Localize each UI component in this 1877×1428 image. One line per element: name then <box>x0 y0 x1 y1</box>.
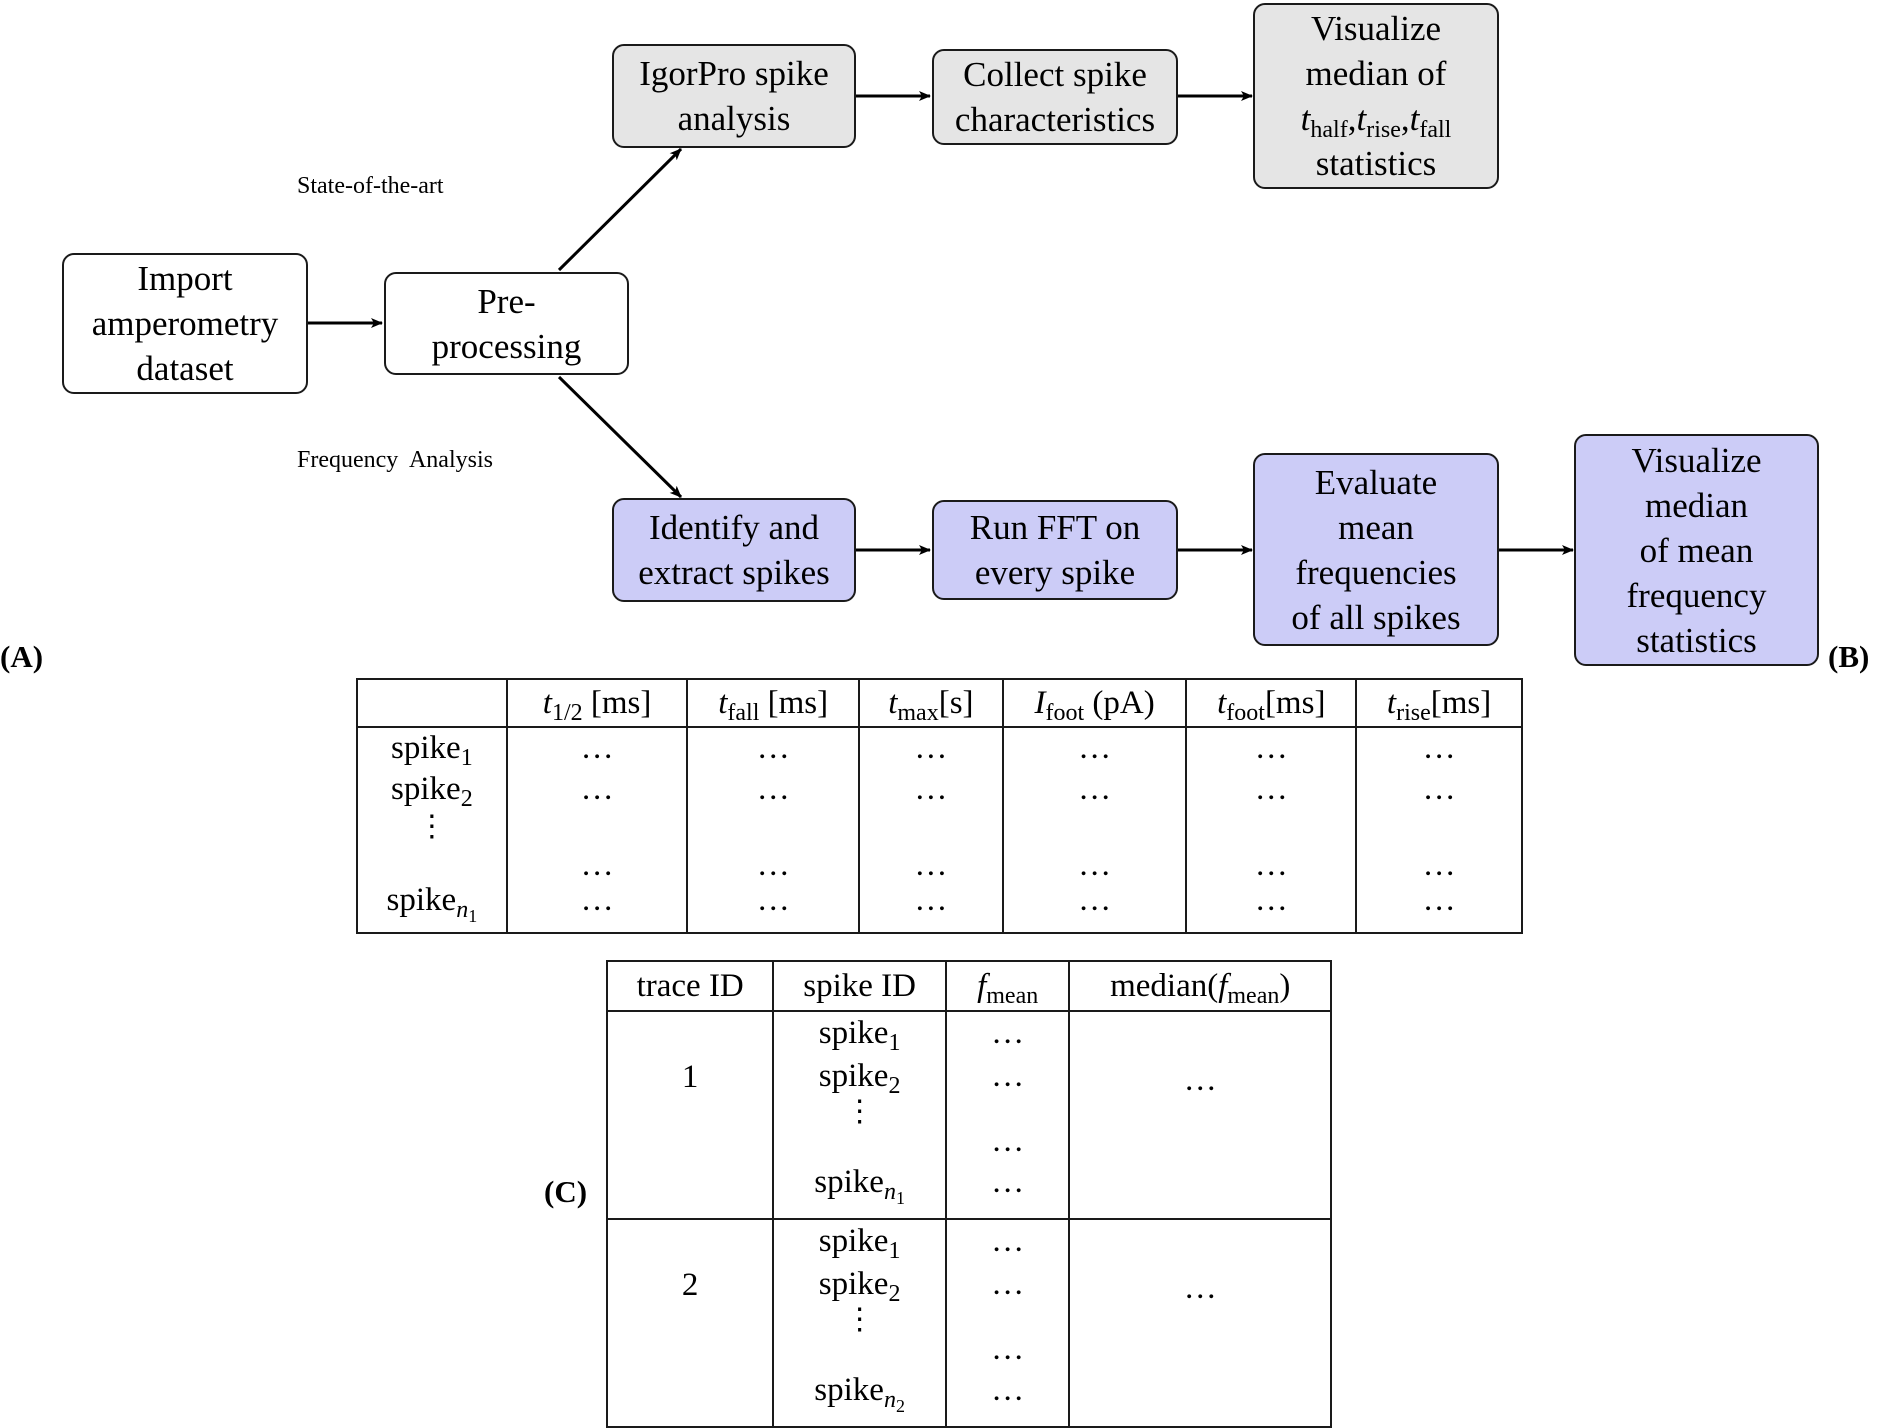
visualize-median-statistics-box: Visualize median of thalf,trise,tfall st… <box>1253 3 1499 189</box>
box-line: mean <box>1338 507 1414 547</box>
box-line: Import <box>137 259 233 298</box>
box-line: Pre- <box>477 281 536 321</box>
arrow-preprocess-to-identify <box>557 375 683 499</box>
header-trace-id: trace ID <box>607 961 774 1012</box>
import-dataset-box: Import amperometry dataset <box>62 253 308 394</box>
header-t-rise: trise[ms] <box>1355 679 1522 728</box>
box-line: amperometry <box>91 304 279 343</box>
table-header-row: trace ID spike ID fmean median(fmean) <box>607 961 1331 1012</box>
box-line: Identify and <box>648 508 820 547</box>
f-mean-cell: ………… <box>944 1219 1070 1427</box>
spike-characteristics-table: t1/2 [ms] tfall [ms] tmax[s] Ifoot (pA) … <box>356 678 1523 934</box>
header-empty <box>357 679 507 728</box>
header-t-fall: tfall [ms] <box>686 679 859 728</box>
value-column: ………… <box>505 727 688 933</box>
header-t-half: t1/2 [ms] <box>505 679 688 728</box>
box-line: frequencies <box>1295 552 1457 592</box>
table-row-trace-2: 2 spike1 spike2 ⋮ spiken2 ………… … <box>607 1219 1331 1427</box>
box-line-variables: thalf,trise,tfall <box>1300 96 1452 143</box>
panel-label-c: (C) <box>544 1174 588 1209</box>
row-label: spike2 <box>391 771 473 812</box>
box-line: analysis <box>677 99 791 138</box>
value-column: ………… <box>1001 727 1187 933</box>
box-line: Visualize <box>1631 440 1762 480</box>
header-t-foot: tfoot[ms] <box>1185 679 1357 728</box>
trace-id-cell: 2 <box>681 1267 699 1303</box>
sub-fall: fall <box>1419 117 1452 143</box>
table-header-row: t1/2 [ms] tfall [ms] tmax[s] Ifoot (pA) … <box>357 679 1522 728</box>
header-t-max: tmax[s] <box>858 679 1003 728</box>
preprocessing-box: Pre- processing <box>384 272 629 375</box>
box-line: of mean <box>1639 530 1754 570</box>
igorpro-spike-analysis-box: IgorPro spike analysis <box>612 44 856 148</box>
header-median-f-mean: median(fmean) <box>1068 961 1331 1012</box>
value-column: ………… <box>1355 727 1522 933</box>
visualize-median-mean-frequency-box: Visualize median of mean frequency stati… <box>1574 434 1819 666</box>
median-cell: … <box>1068 1011 1331 1220</box>
mean-frequency-table: trace ID spike ID fmean median(fmean) 1 … <box>606 960 1332 1428</box>
box-line: of all spikes <box>1291 597 1461 637</box>
box-line: median <box>1644 485 1748 525</box>
trace-id-cell: 1 <box>607 1011 774 1220</box>
branch-label-state-of-the-art: State-of-the-art <box>297 173 444 199</box>
row-label: spike1 <box>391 730 473 771</box>
spike-label-column: spike1 spike2 ⋮ spiken1 <box>357 727 507 933</box>
spike-id-cell: spike1 spike2 ⋮ spiken2 <box>772 1219 946 1427</box>
box-line: Run FFT on <box>969 508 1141 547</box>
box-line: statistics <box>1315 144 1437 183</box>
box-line: frequency <box>1626 575 1767 615</box>
header-f-mean: fmean <box>944 961 1070 1012</box>
box-line: Visualize <box>1310 9 1442 48</box>
box-line: Collect spike <box>963 55 1147 94</box>
var-t: t <box>1300 99 1311 138</box>
value-column: ………… <box>1185 727 1357 933</box>
branch-label-frequency-analysis: Frequency Analysis <box>297 447 493 473</box>
evaluate-mean-frequencies-box: Evaluate mean frequencies of all spikes <box>1253 453 1499 646</box>
header-spike-id: spike ID <box>772 961 946 1012</box>
run-fft-box: Run FFT on every spike <box>932 500 1178 600</box>
box-line: dataset <box>136 349 234 388</box>
panel-label-b: (B) <box>1828 639 1870 674</box>
value-column: ………… <box>858 727 1003 933</box>
var-t: t <box>1356 99 1367 138</box>
arrow-preprocess-to-igor <box>557 147 683 272</box>
sub-rise: rise <box>1366 117 1401 143</box>
box-line: extract spikes <box>638 553 830 592</box>
box-line: processing <box>431 326 582 366</box>
table-row: spike1 spike2 ⋮ spiken1 ………… ………… ………… …… <box>357 727 1522 933</box>
box-line: median of <box>1305 54 1447 93</box>
sub-half: half <box>1310 117 1348 143</box>
box-line: statistics <box>1636 620 1757 660</box>
box-line: characteristics <box>954 100 1156 139</box>
vertical-dots: ⋮ <box>416 810 447 843</box>
panel-label-a: (A) <box>0 639 44 674</box>
separator: , <box>1347 99 1357 138</box>
box-line: Evaluate <box>1314 462 1438 502</box>
identify-extract-spikes-box: Identify and extract spikes <box>612 498 856 602</box>
f-mean-cell: ………… <box>944 1011 1070 1220</box>
separator: , <box>1400 99 1410 138</box>
median-cell: … <box>1068 1219 1331 1427</box>
table-row-trace-1: 1 spike1 spike2 ⋮ spiken1 ………… … <box>607 1011 1331 1220</box>
collect-spike-characteristics-box: Collect spike characteristics <box>932 49 1178 145</box>
row-label: spiken1 <box>386 882 478 926</box>
box-line: IgorPro spike <box>639 54 829 93</box>
value-column: ………… <box>686 727 859 933</box>
header-i-foot: Ifoot (pA) <box>1001 679 1187 728</box>
box-line: every spike <box>974 553 1136 592</box>
spike-id-cell: spike1 spike2 ⋮ spiken1 <box>772 1011 946 1220</box>
var-t: t <box>1409 99 1420 138</box>
